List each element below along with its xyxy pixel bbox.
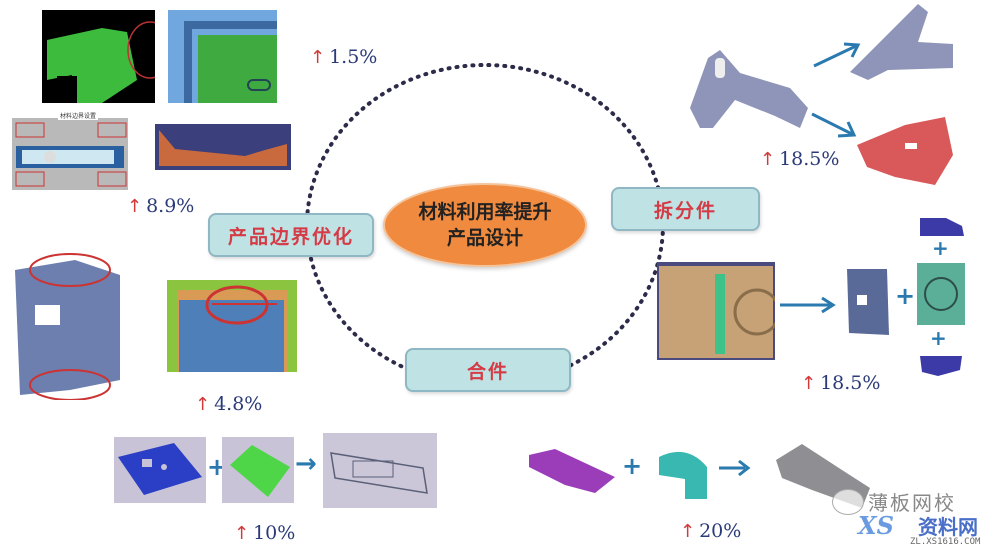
site-url: ZL.XS1616.COM: [910, 537, 981, 547]
boundary-image-green-black: [42, 10, 173, 103]
boundary-image-blue-green: [168, 10, 277, 103]
up-arrow-icon: ↑: [680, 521, 696, 542]
improvement-boundary-top: ↑1.5%: [310, 46, 378, 68]
wechat-account-name: 薄板网校: [868, 491, 956, 515]
up-arrow-icon: ↑: [127, 196, 143, 217]
center-topic: 材料利用率提升 产品设计: [383, 183, 587, 267]
plus-icon: +: [932, 236, 949, 260]
split-image-red-part: [855, 115, 955, 185]
merge-image-teal-part: [657, 447, 709, 501]
up-arrow-icon: ↑: [760, 149, 776, 170]
wechat-icon: [832, 489, 864, 515]
category-merge-parts: 合件: [405, 348, 571, 392]
watermark: 薄板网校 XS 资料网 ZL.XS1616.COM: [828, 485, 1000, 551]
up-arrow-icon: ↑: [234, 523, 250, 544]
improvement-boundary-low: ↑4.8%: [195, 393, 263, 415]
up-arrow-icon: ↑: [801, 373, 817, 394]
merge-image-green-plate: [222, 437, 294, 503]
split-image-upper-part: [848, 2, 958, 82]
split-image-original-tan-panel: [657, 262, 781, 360]
site-name: 资料网: [918, 515, 978, 539]
up-right-arrow-icon: [812, 38, 862, 72]
plus-icon: +: [895, 282, 916, 310]
category-boundary-optimization: 产品边界优化: [208, 213, 374, 257]
right-arrow-icon: [717, 458, 751, 482]
split-image-blue-panel: [845, 265, 890, 337]
improvement-split-mid: ↑18.5%: [801, 372, 881, 394]
improvement-merge-left: ↑10%: [234, 522, 296, 544]
boundary-image-grey-strip: [12, 118, 128, 190]
improvement-boundary-mid: ↑8.9%: [127, 195, 195, 217]
up-arrow-icon: ↑: [310, 47, 326, 68]
merge-image-merged-frame: [323, 433, 437, 508]
figure-note: 材料边界设置: [58, 111, 99, 120]
right-arrow-icon: →: [295, 449, 317, 479]
split-image-original-bracket: [680, 28, 815, 138]
down-right-arrow-icon: [810, 110, 860, 144]
improvement-split-top: ↑18.5%: [760, 148, 840, 170]
site-logo: XS: [858, 511, 894, 540]
split-image-bottom-purple-piece: [918, 354, 964, 378]
category-split-parts: 拆分件: [611, 187, 760, 231]
improvement-merge-right: ↑20%: [680, 520, 742, 542]
merge-image-blue-plate: [114, 437, 206, 503]
boundary-image-blue-bracket: [10, 250, 120, 401]
plus-icon: +: [622, 452, 643, 480]
merge-image-purple-part: [525, 445, 620, 495]
right-arrow-icon: [778, 295, 838, 319]
up-arrow-icon: ↑: [195, 394, 211, 415]
split-image-green-wheel-panel: [917, 263, 965, 325]
boundary-image-green-blue-panel: [167, 280, 297, 372]
plus-icon: +: [930, 326, 947, 350]
split-image-top-purple-piece: [918, 216, 965, 238]
boundary-image-orange-profile: [155, 124, 291, 170]
